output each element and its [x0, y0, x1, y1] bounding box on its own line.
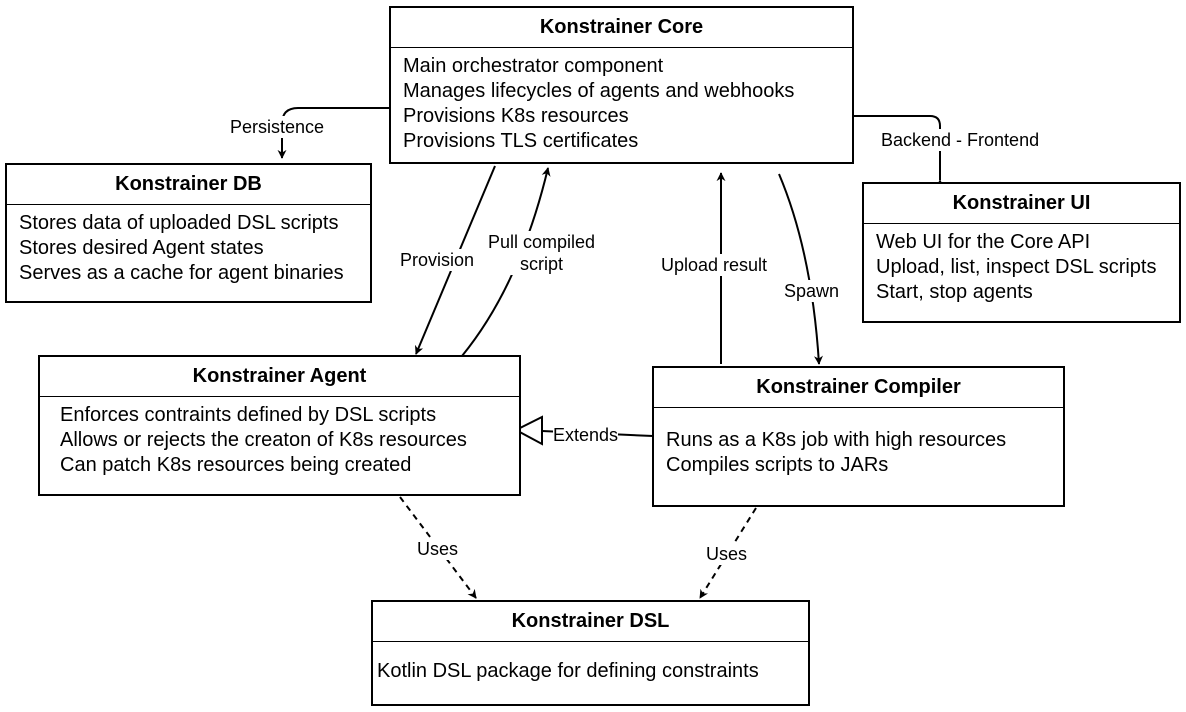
ui-body: Web UI for the Core API Upload, list, in…: [864, 224, 1179, 305]
db-line: Stores data of uploaded DSL scripts: [19, 212, 339, 234]
agent-line: Allows or rejects the creaton of K8s res…: [60, 429, 467, 451]
persistence-label: Persistence: [230, 116, 325, 138]
agent-title: Konstrainer Agent: [40, 357, 519, 397]
pull-compiled-script-label: Pull compiled script: [488, 231, 596, 275]
agent-box: Konstrainer Agent Enforces contraints de…: [38, 355, 521, 496]
dsl-box: Konstrainer DSL Kotlin DSL package for d…: [371, 600, 810, 706]
compiler-line: Compiles scripts to JARs: [666, 454, 889, 476]
ui-line: Start, stop agents: [876, 281, 1033, 303]
dsl-title: Konstrainer DSL: [373, 602, 808, 642]
extends-label: Extends: [553, 424, 619, 446]
dsl-line: Kotlin DSL package for defining constrai…: [377, 660, 759, 682]
ui-line: Web UI for the Core API: [876, 231, 1091, 253]
backend-frontend-label: Backend - Frontend: [881, 129, 1040, 151]
pull-compiled-script-line: Pull compiled: [488, 232, 596, 252]
core-title: Konstrainer Core: [391, 8, 852, 48]
provision-label: Provision: [400, 249, 475, 271]
uses-compiler-connector: [699, 507, 757, 599]
pull-compiled-script-line: script: [520, 254, 564, 274]
core-line: Manages lifecycles of agents and webhook…: [403, 80, 795, 102]
db-box: Konstrainer DB Stores data of uploaded D…: [5, 163, 372, 303]
compiler-title: Konstrainer Compiler: [654, 368, 1063, 408]
uses-agent-label: Uses: [417, 538, 459, 560]
dsl-body: Kotlin DSL package for defining constrai…: [373, 642, 808, 684]
agent-body: Enforces contraints defined by DSL scrip…: [40, 397, 519, 478]
ui-box: Konstrainer UI Web UI for the Core API U…: [862, 182, 1181, 323]
db-line: Stores desired Agent states: [19, 237, 264, 259]
agent-line: Can patch K8s resources being created: [60, 454, 412, 476]
core-line: Main orchestrator component: [403, 55, 664, 77]
backend-frontend-connector: [842, 111, 945, 189]
core-line: Provisions K8s resources: [403, 105, 629, 127]
compiler-body: Runs as a K8s job with high resources Co…: [654, 408, 1063, 478]
uses-compiler-label: Uses: [706, 543, 748, 565]
core-line: Provisions TLS certificates: [403, 130, 639, 152]
ui-title: Konstrainer UI: [864, 184, 1179, 224]
core-box: Konstrainer Core Main orchestrator compo…: [389, 6, 854, 164]
db-title: Konstrainer DB: [7, 165, 370, 205]
spawn-connector: [778, 173, 823, 365]
db-line: Serves as a cache for agent binaries: [19, 262, 344, 284]
upload-result-label: Upload result: [661, 254, 768, 276]
agent-line: Enforces contraints defined by DSL scrip…: [60, 404, 437, 426]
core-body: Main orchestrator component Manages life…: [391, 48, 852, 154]
ui-line: Upload, list, inspect DSL scripts: [876, 256, 1157, 278]
compiler-line: Runs as a K8s job with high resources: [666, 429, 1007, 451]
compiler-box: Konstrainer Compiler Runs as a K8s job w…: [652, 366, 1065, 507]
db-body: Stores data of uploaded DSL scripts Stor…: [7, 205, 370, 286]
spawn-label: Spawn: [784, 280, 840, 302]
extends-triangle: [513, 415, 543, 446]
